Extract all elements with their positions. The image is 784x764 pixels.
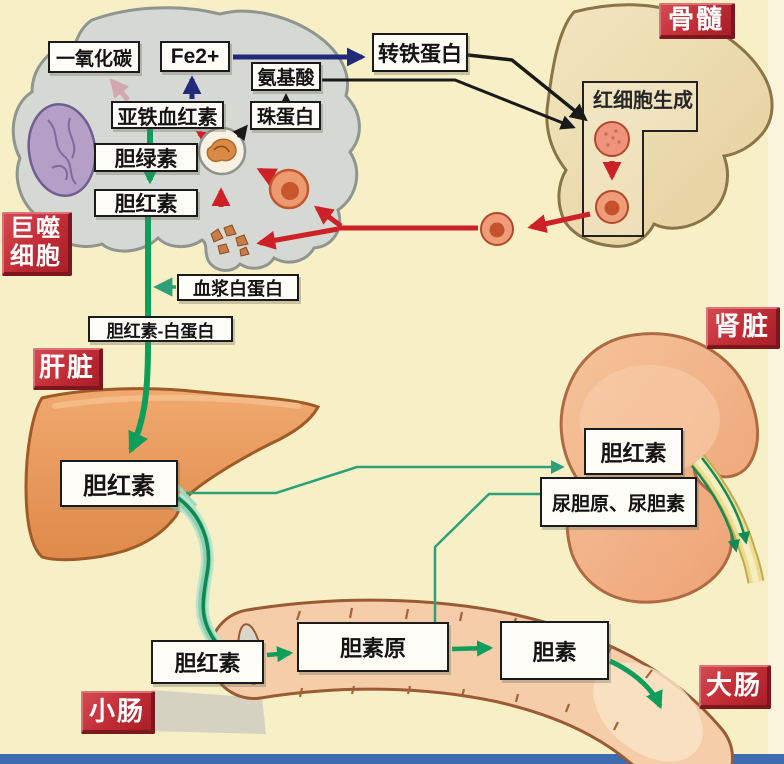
arrow-urine-flow-1	[691, 465, 741, 553]
label-box-bilin: 胆素	[500, 621, 609, 680]
bone-shape	[545, 3, 774, 248]
label-box-heme: 亚铁血红素	[111, 101, 224, 129]
label-box-amino-acid: 氨基酸	[251, 62, 321, 91]
red-cell-path	[195, 130, 622, 250]
line-liver-bilirubin-to-kidney	[186, 460, 565, 495]
label-box-plasma-albumin: 血浆白蛋白	[177, 274, 299, 301]
organ-tag-macrophage: 巨噬细胞	[2, 212, 72, 276]
arrow-bilin-to-colon	[608, 658, 663, 710]
label-box-bilirubin-intestine: 胆红素	[151, 640, 264, 684]
background-right-band	[768, 0, 784, 764]
label-box-carbon-monoxide: 一氧化碳	[48, 41, 140, 73]
arrow-bilinogen-to-bilin	[451, 640, 494, 657]
red-blood-cells	[268, 121, 630, 246]
arrow-urine-flow-2	[701, 457, 751, 545]
line-transferrin-to-marrow	[467, 53, 588, 122]
label-box-transferrin: 转铁蛋白	[372, 33, 468, 72]
line-bilirubin-to-liver	[128, 216, 151, 454]
arrow-to-fragments	[256, 226, 339, 250]
organ-tag-liver: 肝脏	[33, 348, 103, 390]
organ-tag-small-intestine: 小肠	[81, 691, 155, 734]
label-box-bilirubin-kidney: 胆红素	[584, 428, 683, 475]
label-box-globin: 珠蛋白	[250, 101, 321, 130]
bottom-blue-strip	[0, 754, 784, 764]
cell-fragments	[210, 224, 250, 257]
label-box-urobilinogen-urobilin: 尿胆原、尿胆素	[540, 477, 697, 527]
arrow-heme-to-carbon-monoxide	[109, 78, 130, 102]
label-box-bilinogen: 胆素原	[297, 622, 449, 672]
organ-tag-large-intestine: 大肠	[699, 665, 771, 709]
label-box-biliverdin: 胆绿素	[94, 143, 198, 172]
mesentery-wedge	[148, 690, 266, 734]
nucleus-chromatin	[47, 117, 77, 185]
line-bilinogen-to-kidney-urobilinogen	[433, 492, 540, 622]
organ-tag-kidney: 肾脏	[706, 307, 780, 349]
arrow-to-engulfed-cell	[313, 205, 343, 228]
intestine-haustra-notches	[295, 607, 653, 731]
organ-tag-bone-marrow: 骨髓	[659, 3, 735, 39]
arrow-bilirubin-to-bilinogen	[266, 646, 294, 663]
label-erythropoiesis: 红细胞生成	[593, 89, 693, 112]
line-amino-acid-to-marrow	[322, 78, 576, 130]
label-box-fe2: Fe2+	[160, 41, 230, 72]
label-box-bilirubin-liver: 胆红素	[60, 460, 178, 507]
arrow-marrow-to-blood	[527, 211, 591, 234]
label-box-bilirubin-albumin: 胆红素-白蛋白	[88, 316, 233, 342]
ureter	[691, 454, 765, 584]
arrow-hemoglobin-to-globin	[232, 124, 248, 142]
label-box-bilirubin-macrophage: 胆红素	[94, 189, 198, 217]
